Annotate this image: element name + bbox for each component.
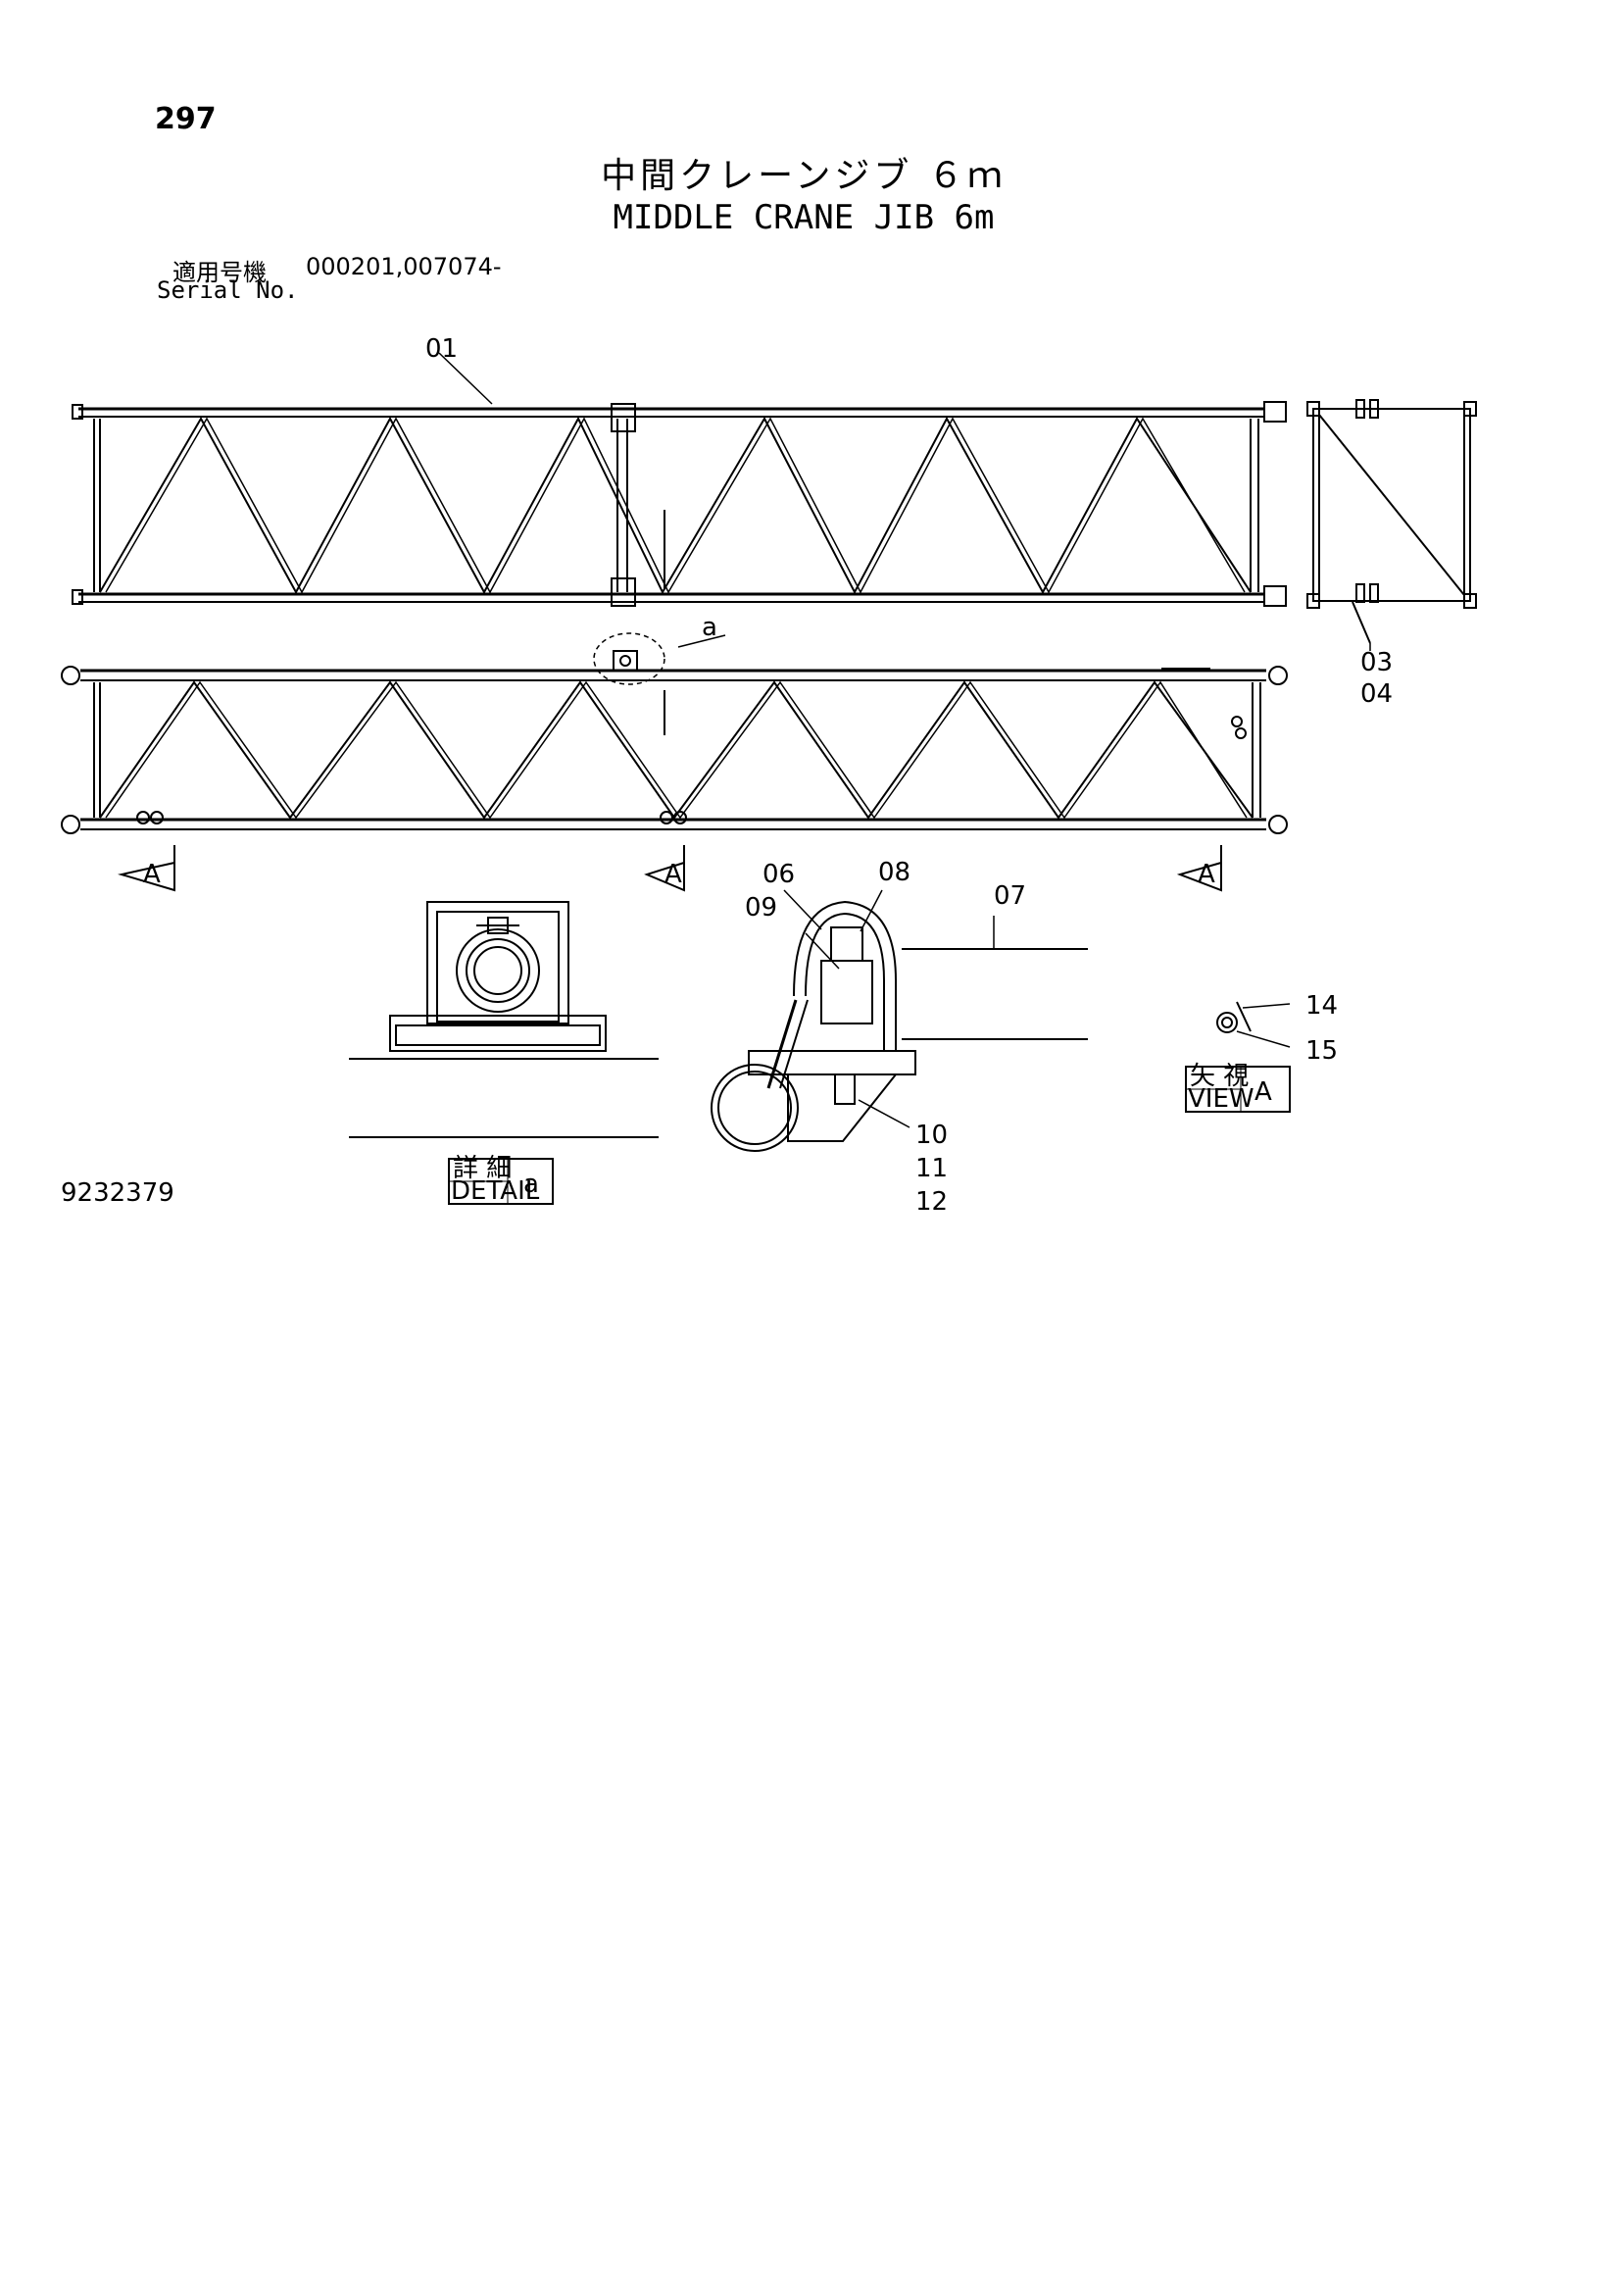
section-a-drawing	[711, 900, 1088, 1152]
callout-01: 01	[425, 334, 458, 364]
callout-08: 08	[878, 858, 910, 887]
callout-14: 14	[1305, 991, 1338, 1021]
section-marker-a-middle: A	[664, 860, 682, 889]
jib-top-view	[72, 401, 1287, 607]
callout-06: 06	[762, 860, 795, 889]
jib-side-view	[61, 632, 1288, 834]
callout-03: 03	[1360, 648, 1393, 677]
callout-07: 07	[994, 881, 1026, 911]
callout-15: 15	[1305, 1036, 1338, 1066]
detail-label-en: DETAIL	[451, 1176, 540, 1206]
detail-a-drawing	[349, 901, 659, 1138]
leader-lines	[438, 352, 1371, 1128]
serial-label-english: Serial No.	[157, 276, 299, 304]
callout-09: 09	[745, 893, 777, 923]
view-label-jp: 矢 視	[1190, 1062, 1249, 1091]
serial-number-value: 000201,007074-	[306, 253, 502, 280]
callout-12: 12	[915, 1187, 948, 1217]
section-marker-a-left: A	[143, 860, 161, 889]
callout-11: 11	[915, 1154, 948, 1183]
detail-label-jp: 詳 細	[453, 1154, 512, 1183]
jib-end-view	[1306, 399, 1477, 644]
title-english: MIDDLE CRANE JIB 6m	[613, 198, 995, 237]
detail-label-box: 詳 細 DETAIL a	[448, 1154, 554, 1206]
serial-label-japanese: 適用号機	[172, 259, 267, 286]
view-label-en: VIEW	[1188, 1084, 1254, 1114]
callout-04: 04	[1360, 679, 1393, 709]
view-a-part	[1216, 1001, 1252, 1033]
drawing-number: 9232379	[61, 1178, 174, 1208]
view-label-ref: A	[1254, 1077, 1272, 1107]
detail-label-ref: a	[523, 1170, 539, 1199]
view-label-box: 矢 視 VIEW A	[1185, 1062, 1291, 1114]
section-markers	[118, 845, 1222, 892]
section-marker-a-right: A	[1198, 860, 1215, 889]
callout-detail-a: a	[702, 613, 717, 642]
page-number: 297	[155, 102, 217, 136]
title-japanese: 中間クレーンジブ ６ｍ	[601, 156, 1007, 196]
callout-10: 10	[915, 1121, 948, 1150]
